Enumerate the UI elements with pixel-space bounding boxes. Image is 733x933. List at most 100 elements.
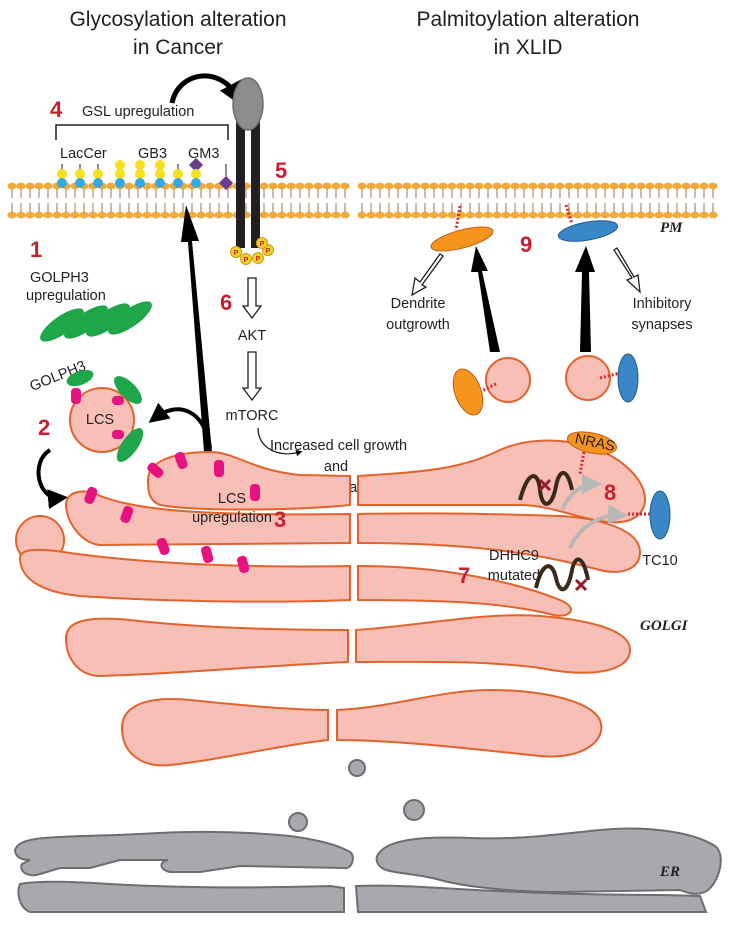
sialic-acid <box>218 175 234 191</box>
lipid-head <box>277 182 287 190</box>
lipid-head <box>672 182 682 190</box>
lipid-head <box>447 211 457 219</box>
lipid-head <box>79 211 89 219</box>
lipid-head <box>519 211 529 219</box>
receptor: P P P P P <box>230 77 274 265</box>
lipid-head <box>393 182 403 190</box>
lipid-head <box>537 182 547 190</box>
lipid-head <box>70 211 80 219</box>
lipid-head <box>88 211 98 219</box>
lipid-head <box>375 211 385 219</box>
sugar-residue <box>135 169 145 179</box>
lipid-head <box>492 211 502 219</box>
lipid-head <box>708 211 718 219</box>
dhhc9-mutation-top <box>538 478 552 492</box>
tc10-label: TC10 <box>642 553 677 569</box>
golph3-proteins <box>40 301 152 342</box>
lipid-head <box>402 211 412 219</box>
lipid-head <box>133 211 143 219</box>
number-3: 3 <box>274 507 286 532</box>
lipid-head <box>34 211 44 219</box>
phosphate-p-3: P <box>256 256 261 263</box>
sugar-residue <box>115 178 125 188</box>
lipid-head <box>447 182 457 190</box>
golgi-apparatus <box>15 439 646 767</box>
lipid-head <box>286 211 296 219</box>
phosphate-groups: P P P P P <box>230 237 274 265</box>
sugar-residue <box>155 169 165 179</box>
nras-pm <box>430 226 494 252</box>
phosphate-p-5: P <box>260 241 265 248</box>
vesicle-tc10-protein <box>617 353 639 403</box>
golph3-upregulation-line1: GOLPH3 <box>30 270 89 286</box>
title-left-line1: Glycosylation alteration <box>69 8 286 31</box>
gsl-to-receptor-arrow <box>169 73 243 107</box>
lipid-head <box>573 182 583 190</box>
number-7: 7 <box>458 563 470 588</box>
lipid-head <box>555 182 565 190</box>
sialic-acid <box>188 157 204 173</box>
lipid-head <box>124 182 134 190</box>
title-left-line2: in Cancer <box>133 36 223 59</box>
number-8: 8 <box>604 480 616 505</box>
lipid-head <box>304 211 314 219</box>
lipid-head <box>663 211 673 219</box>
dhhc9-to-nras-arrow <box>560 474 602 511</box>
phosphate-p-4: P <box>266 248 271 255</box>
number-9: 9 <box>520 232 532 257</box>
er-label: ER <box>659 864 680 880</box>
lipid-head <box>591 211 601 219</box>
lipid-head <box>438 182 448 190</box>
sugar-residue <box>75 169 85 179</box>
lipid-head <box>483 182 493 190</box>
sugar-residue <box>135 178 145 188</box>
arrow-mtorc-to-growth <box>257 427 303 457</box>
number-2: 2 <box>38 415 50 440</box>
lipid-head <box>510 211 520 219</box>
lipid-head <box>564 182 574 190</box>
lipid-head <box>340 211 350 219</box>
sugar-residue <box>57 169 67 179</box>
lipid-head <box>115 211 125 219</box>
lipid-head <box>483 211 493 219</box>
lipid-head <box>600 182 610 190</box>
lipid-head <box>286 182 296 190</box>
arrow-to-inhibitory <box>613 247 641 294</box>
lipid-head <box>384 182 394 190</box>
lipid-head <box>546 182 556 190</box>
number-5: 5 <box>275 158 287 183</box>
laccer-label: LacCer <box>60 146 107 162</box>
sugar-residue <box>155 178 165 188</box>
title-right-line1: Palmitoylation alteration <box>417 8 640 31</box>
lipid-head <box>474 182 484 190</box>
vesicle-nras-protein <box>452 368 484 416</box>
lipid-head <box>510 182 520 190</box>
golgi-to-pm-arrow <box>181 205 212 452</box>
dhhc9-mutation-bottom <box>574 578 588 592</box>
number-1: 1 <box>30 237 42 262</box>
lipid-head <box>357 211 367 219</box>
lipid-head <box>7 211 17 219</box>
endoplasmic-reticulum <box>13 759 722 913</box>
gm3-label: GM3 <box>188 146 219 162</box>
lipid-head <box>618 182 628 190</box>
lipid-head <box>384 211 394 219</box>
dhhc9-enzyme-bottom <box>534 557 590 592</box>
lipid-head <box>16 211 26 219</box>
lipid-head <box>636 182 646 190</box>
lipid-head <box>366 182 376 190</box>
lipid-head <box>429 211 439 219</box>
number-4: 4 <box>50 97 63 122</box>
lipid-head <box>313 182 323 190</box>
lcs-upregulation-line2: upregulation <box>192 510 272 526</box>
gb3-label: GB3 <box>138 146 167 162</box>
lipid-head <box>151 211 161 219</box>
lipid-head <box>420 182 430 190</box>
lipid-head <box>465 211 475 219</box>
sugar-residue <box>155 160 165 170</box>
lipid-head <box>456 182 466 190</box>
lcs-label: LCS <box>86 412 114 428</box>
gsl-bracket <box>55 124 229 140</box>
tc10-palmitoyl-pm <box>564 204 574 225</box>
lipid-head <box>564 211 574 219</box>
